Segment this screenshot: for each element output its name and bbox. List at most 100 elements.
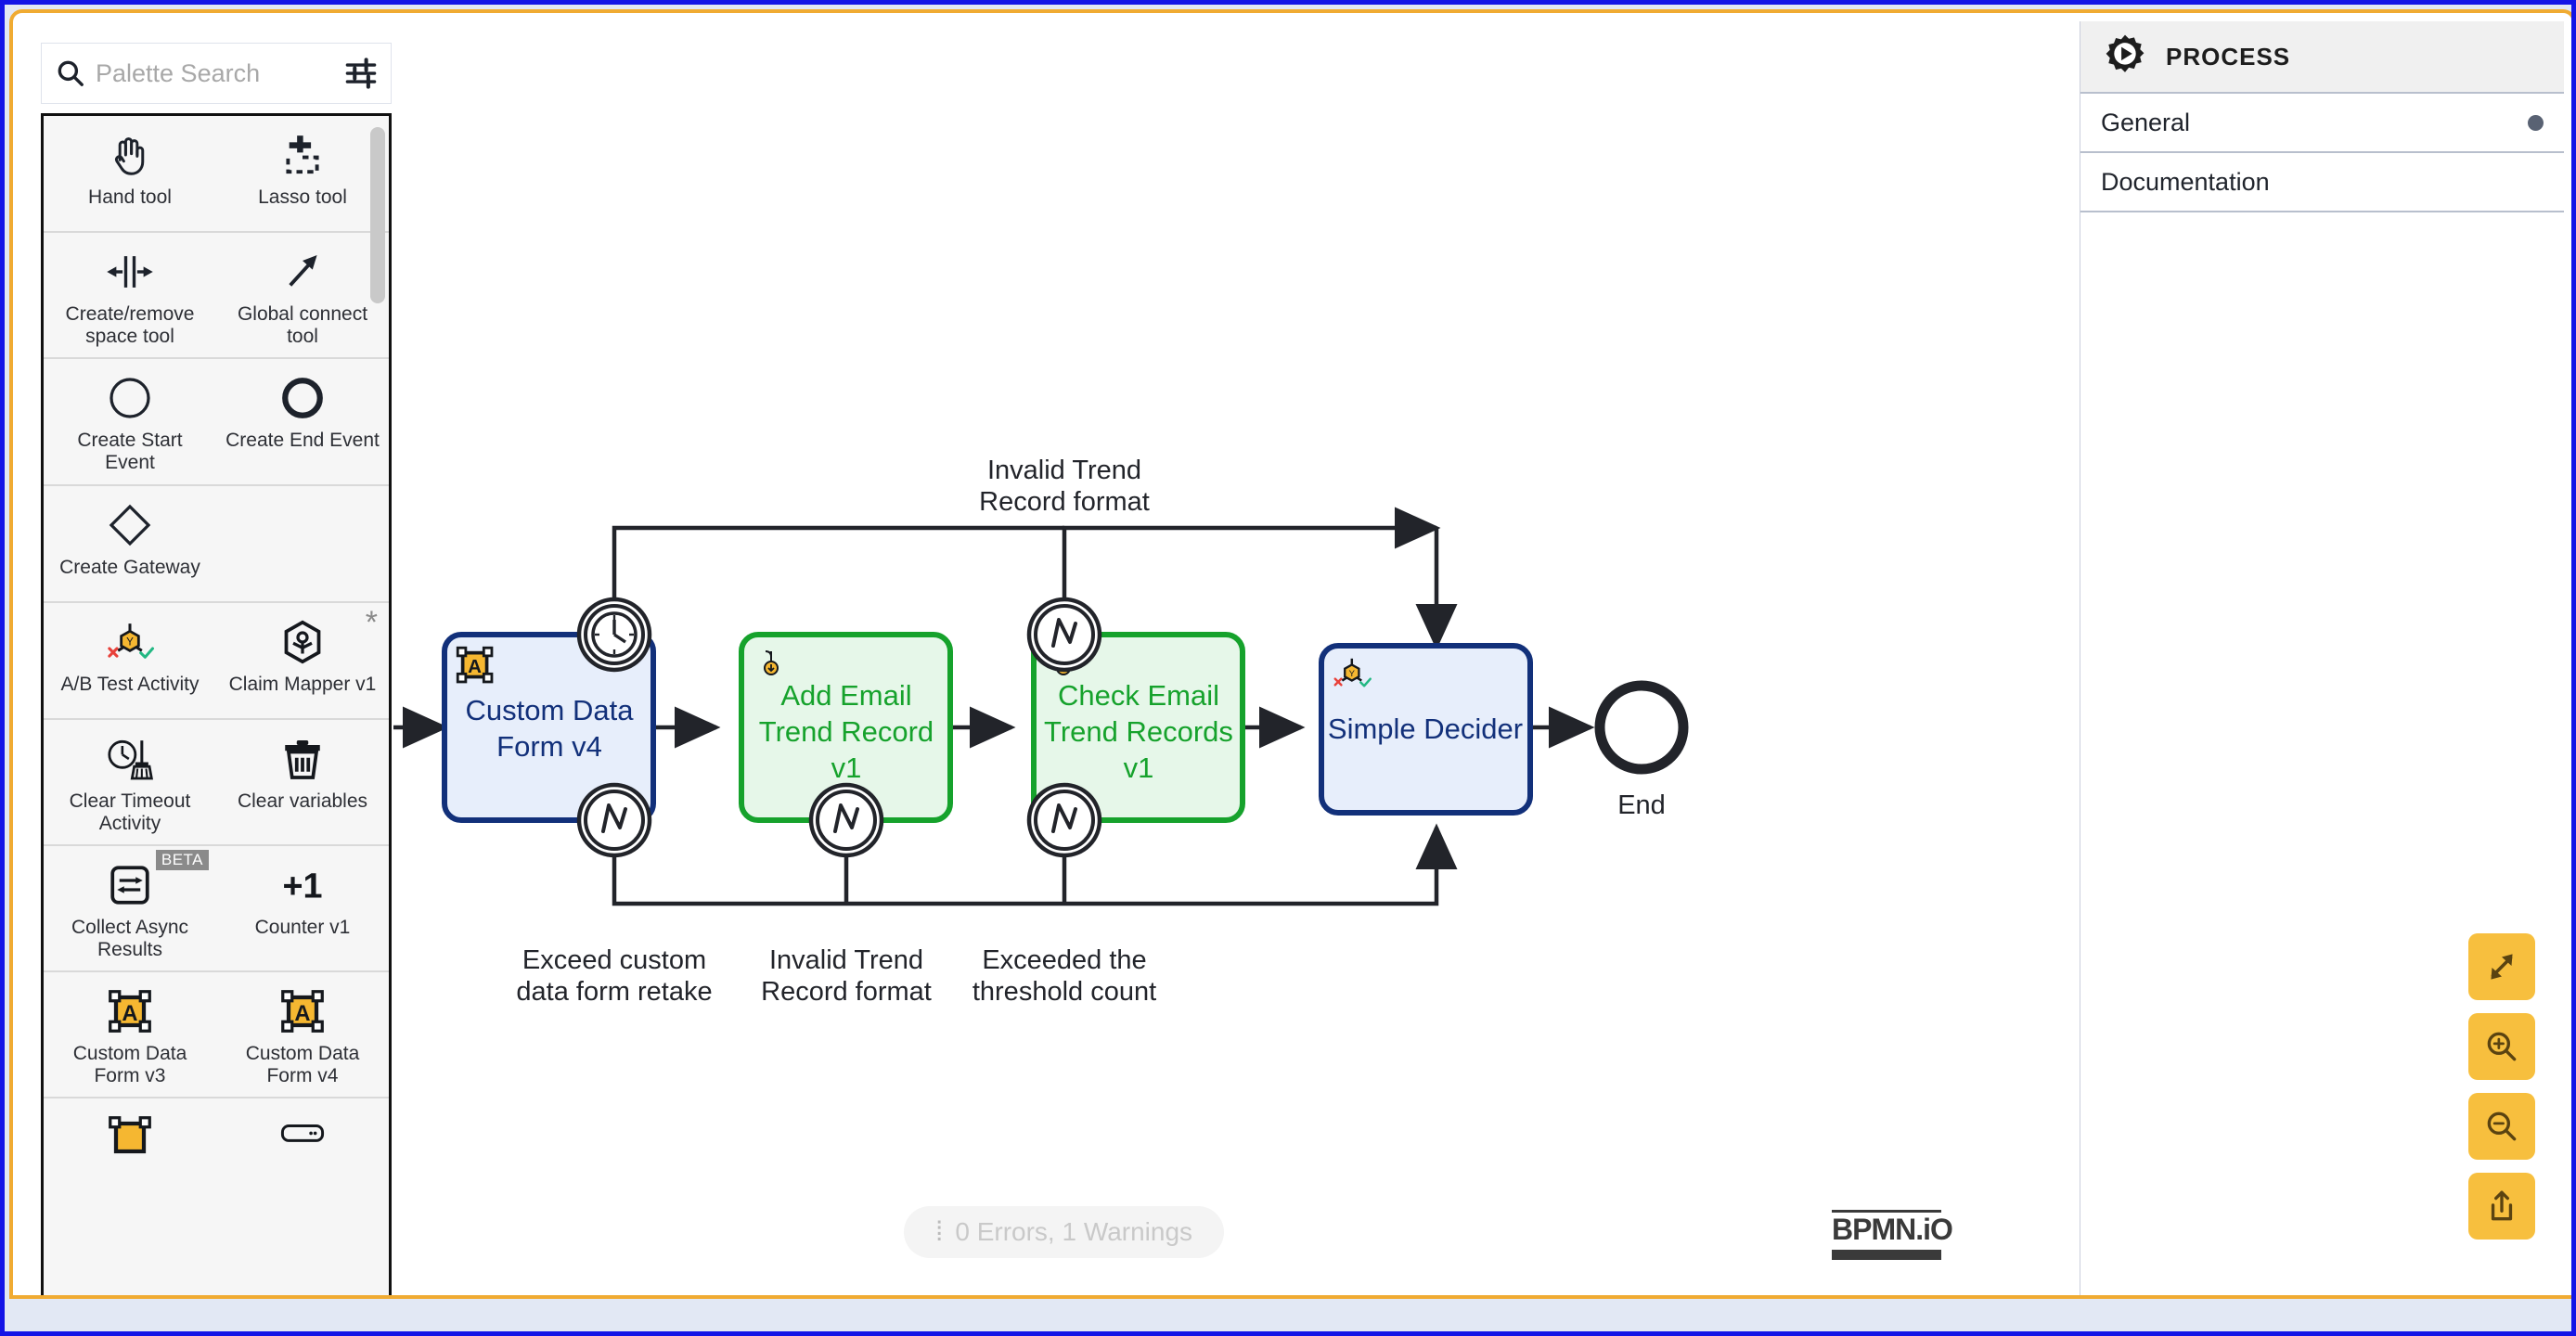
svg-text:Y: Y [1349, 669, 1356, 679]
palette-item-label: Create End Event [225, 430, 380, 452]
svg-text:Trend Records: Trend Records [1044, 715, 1233, 748]
svg-text:Y: Y [126, 636, 134, 648]
palette-row-partial [44, 1098, 389, 1215]
palette-item-partial-left[interactable] [44, 1098, 216, 1215]
palette-item-label: Claim Mapper v1 [228, 673, 377, 695]
palette-item-hand-tool[interactable]: Hand tool [44, 116, 216, 231]
palette-item-label: Create/remove space tool [65, 303, 195, 348]
properties-group-label: Documentation [2101, 167, 2270, 196]
status-bar[interactable]: ⁞ 0 Errors, 1 Warnings [904, 1206, 1225, 1258]
properties-panel: PROCESS General Documentation [2080, 21, 2564, 1295]
end-event-label: End [1617, 790, 1666, 820]
palette-item-label: Counter v1 [254, 916, 351, 938]
palette-item-label: Clear Timeout Activity [69, 790, 191, 834]
task-simple-decider[interactable]: Y Simple Decider [1319, 643, 1533, 816]
palette-item-partial-right[interactable] [216, 1098, 389, 1215]
palette-item-collect-async-results[interactable]: BETA Collect Async Results [44, 846, 216, 970]
properties-group-documentation[interactable]: Documentation [2080, 153, 2564, 212]
palette-row: Clear Timeout Activity [44, 720, 389, 846]
gateway-diamond-icon [107, 499, 153, 551]
svg-text:Exceeded the: Exceeded the [982, 945, 1146, 975]
async-arrows-icon [107, 859, 153, 911]
palette-item-clear-timeout-activity[interactable]: Clear Timeout Activity [44, 720, 216, 844]
palette-item-label: Global connect tool [237, 303, 368, 348]
palette-item-custom-data-form-v4[interactable]: A Custom Data Form v4 [216, 972, 389, 1097]
expand-diagonal-icon [2491, 954, 2513, 980]
flow-label-exceed-retake: Exceed custom data form retake [516, 945, 712, 1007]
palette-item-list[interactable]: Hand tool [41, 113, 392, 1295]
palette-item-create-gateway[interactable]: Create Gateway [44, 486, 216, 601]
device-card-icon [279, 1111, 326, 1163]
palette-item-global-connect-tool[interactable]: Global connect tool [216, 233, 389, 357]
start-event-circle-icon [107, 372, 153, 424]
palette-row: A Custom Data Form v3 [44, 972, 389, 1099]
end-event[interactable]: End [1594, 680, 1689, 820]
svg-text:Record format: Record format [761, 977, 932, 1007]
flow-label-threshold: Exceeded the threshold count [972, 945, 1156, 1007]
custom-data-form-icon [107, 1111, 153, 1163]
sliders-filter-icon[interactable] [344, 57, 378, 90]
ab-test-icon: Y [1333, 658, 1372, 687]
palette-item-custom-data-form-v3[interactable]: A Custom Data Form v3 [44, 972, 216, 1097]
palette-scrollbar[interactable] [370, 127, 385, 303]
search-input[interactable] [94, 58, 339, 89]
palette-item-claim-mapper-v1[interactable]: * Claim Mapper v1 [216, 603, 389, 718]
hand-icon [105, 129, 155, 181]
svg-text:Record format: Record format [979, 487, 1150, 517]
palette-item-label: Lasso tool [258, 186, 347, 208]
palette-row: Create Gateway [44, 486, 389, 603]
task-add-email-trend-record-v1[interactable]: Add Email Trend Record v1 [739, 632, 953, 823]
status-text: 0 Errors, 1 Warnings [955, 1217, 1193, 1246]
lasso-select-icon [278, 129, 327, 181]
task-custom-data-form-v4[interactable]: A Custom Data Form v4 [442, 632, 656, 823]
ab-test-icon: Y [104, 616, 156, 668]
palette-item-space-tool[interactable]: Create/remove space tool [44, 233, 216, 357]
task-label: Simple Decider [1328, 713, 1523, 745]
logo-bottom-bar [1832, 1250, 1941, 1260]
boundary-event-error[interactable] [576, 782, 652, 858]
palette-item-clear-variables[interactable]: Clear variables [216, 720, 389, 844]
group-status-dot [2528, 114, 2544, 131]
properties-group-general[interactable]: General [2080, 94, 2564, 153]
zoom-in-button[interactable] [2468, 1013, 2535, 1080]
palette-item-create-start-event[interactable]: Create Start Event [44, 359, 216, 483]
boundary-event-timer[interactable] [576, 597, 652, 673]
editor-canvas-surface: Hand tool [9, 9, 2571, 1299]
palette-row: Create Start Event Create End Event [44, 359, 389, 486]
bpmn-io-logo: BPMN.iO [1832, 1210, 1953, 1260]
boundary-event-error[interactable] [808, 782, 884, 858]
boundary-event-error[interactable] [1026, 597, 1102, 673]
palette-item-ab-test-activity[interactable]: Y A/B Test Activity [44, 603, 216, 718]
palette-item-label: Custom Data Form v4 [245, 1043, 360, 1087]
palette-item-label: Create Gateway [59, 556, 200, 578]
end-event-circle-icon [279, 372, 326, 424]
palette-item-lasso-tool[interactable]: Lasso tool [216, 116, 389, 231]
svg-text:A: A [122, 1001, 137, 1026]
palette-row: Hand tool [44, 116, 389, 233]
logo-top-rule [1832, 1210, 1941, 1213]
svg-text:data form retake: data form retake [516, 977, 712, 1007]
boundary-event-error[interactable] [1026, 782, 1102, 858]
zoom-out-button[interactable] [2468, 1093, 2535, 1160]
claim-mapper-cube-icon [279, 616, 326, 668]
fit-viewport-button[interactable] [2468, 933, 2535, 1000]
custom-data-form-icon: A [456, 646, 494, 684]
export-share-button[interactable] [2468, 1173, 2535, 1240]
palette-row: Y A/B Test Activity * [44, 603, 389, 720]
svg-text:v1: v1 [1124, 752, 1154, 784]
timer-event-icon [591, 611, 638, 658]
svg-text:threshold count: threshold count [972, 977, 1156, 1007]
svg-text:+1: +1 [282, 867, 322, 906]
task-check-email-trend-records-v1[interactable]: Check Email Trend Records v1 [1031, 632, 1245, 823]
space-tool-icon [105, 246, 155, 298]
svg-text:v1: v1 [831, 752, 862, 784]
svg-text:Invalid Trend: Invalid Trend [987, 456, 1141, 485]
palette-item-counter-v1[interactable]: +1 Counter v1 [216, 846, 389, 970]
custom-data-form-icon: A [279, 985, 326, 1037]
palette-search-bar[interactable] [41, 43, 392, 104]
palette-item-create-end-event[interactable]: Create End Event [216, 359, 389, 483]
svg-text:Form v4: Form v4 [496, 730, 602, 763]
bpmn-diagram[interactable]: A Custom Data Form v4 [393, 22, 2101, 1295]
flow-label-invalid-trend-top: Invalid Trend Record format [979, 456, 1150, 517]
